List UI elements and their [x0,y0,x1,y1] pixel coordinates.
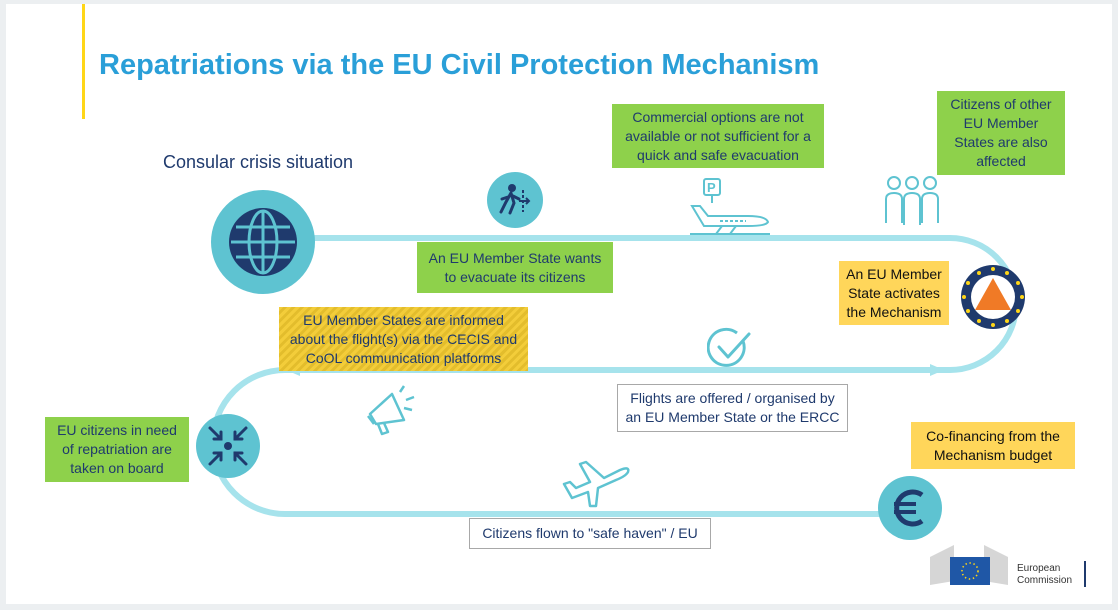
evacuation-icon [499,184,531,215]
airport-plane-icon: P [690,178,770,235]
globe-icon [229,208,297,276]
taken-on-board-box: EU citizens in need of repatriation are … [45,417,189,482]
logo-line1: European [1017,563,1061,574]
logo-divider [1084,561,1086,587]
citizens-flown-box: Citizens flown to "safe haven" / EU [469,518,711,549]
civil-protection-emblem-icon [961,265,1025,329]
people-group-icon [885,176,939,225]
svg-text:P: P [707,180,716,195]
co-financing-box: Co-financing from the Mechanism budget [911,422,1075,469]
accent-bar [82,4,85,119]
evacuation-circle [487,172,543,228]
road-arrow-right [930,364,944,376]
commercial-options-box: Commercial options are not available or … [612,104,824,168]
logo-text: European Commission [1017,563,1072,587]
euro-circle [878,476,942,540]
member-states-informed-box: EU Member States are informed about the … [279,307,528,371]
page-title: Repatriations via the EU Civil Protectio… [99,49,820,81]
citizens-other-box: Citizens of other EU Member States are a… [937,91,1065,175]
eu-flag-icon [930,545,1008,585]
flights-offered-box: Flights are offered / organised by an EU… [617,384,848,432]
member-state-wants-box: An EU Member State wants to evacuate its… [417,242,613,293]
euro-icon [894,489,924,527]
checkmark-icon [707,327,751,367]
activates-mechanism-box: An EU Member State activates the Mechani… [839,261,949,325]
megaphone-icon [367,385,415,436]
logo-line2: Commission [1017,575,1073,586]
airplane-icon [562,460,630,508]
gather-circle [196,414,260,478]
gather-arrows-icon [208,426,248,466]
globe-circle [211,190,315,294]
diagram-subtitle: Consular crisis situation [163,152,354,172]
